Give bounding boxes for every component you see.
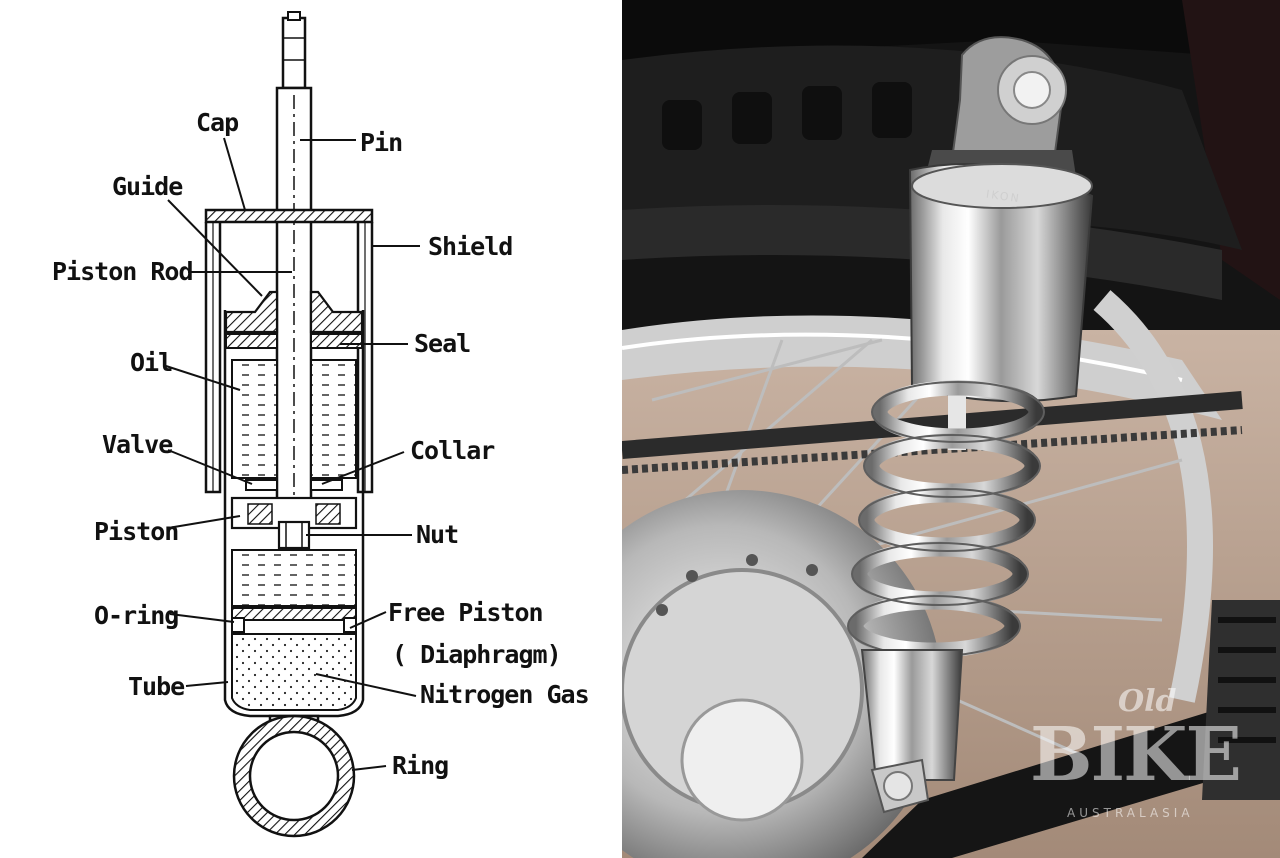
o-ring xyxy=(231,617,245,633)
label-cap: Cap xyxy=(196,108,239,137)
label-ring: Ring xyxy=(392,751,449,780)
label-free-piston: Free Piston xyxy=(388,598,544,627)
oil-lower xyxy=(231,549,357,607)
label-piston-rod: Piston Rod xyxy=(52,257,194,286)
photo-illustration xyxy=(622,0,1280,858)
label-nut: Nut xyxy=(416,520,459,549)
watermark-bike: BIKE xyxy=(1030,712,1242,798)
leader-lines xyxy=(165,137,420,771)
label-tube: Tube xyxy=(128,672,185,701)
label-valve: Valve xyxy=(102,430,173,459)
rear-shock xyxy=(847,36,1094,814)
watermark-australasia: AUSTRALASIA xyxy=(1067,806,1194,820)
label-seal: Seal xyxy=(414,329,471,358)
watermark-old: Old xyxy=(1118,684,1177,719)
seal xyxy=(225,333,278,349)
collar xyxy=(310,479,343,491)
label-nitrogen-gas: Nitrogen Gas xyxy=(420,680,590,709)
pin-thread xyxy=(281,11,307,90)
shock-absorber-photo: IKON Old BIKE AUSTRALASIA xyxy=(622,0,1280,858)
label-pin: Pin xyxy=(360,128,403,157)
label-piston: Piston xyxy=(94,517,179,546)
label-oil: Oil xyxy=(130,348,173,377)
free-piston xyxy=(231,607,357,621)
label-diaphragm: ( Diaphragm) xyxy=(392,640,562,669)
shock-absorber-diagram: Cap Pin Guide Shield Piston Rod Seal Oil… xyxy=(0,0,622,858)
valve xyxy=(245,479,278,491)
label-shield: Shield xyxy=(428,232,513,261)
piston-rod xyxy=(275,86,313,540)
oil-chamber-left xyxy=(231,359,278,479)
label-o-ring: O-ring xyxy=(94,601,179,630)
nitrogen-gas xyxy=(231,633,357,711)
cap-plate xyxy=(204,208,374,224)
label-collar: Collar xyxy=(410,436,495,465)
nut xyxy=(277,520,311,550)
diagram-drawing xyxy=(165,11,420,838)
oil-chamber-right xyxy=(310,359,357,479)
guide xyxy=(224,290,279,334)
label-guide: Guide xyxy=(112,172,183,201)
